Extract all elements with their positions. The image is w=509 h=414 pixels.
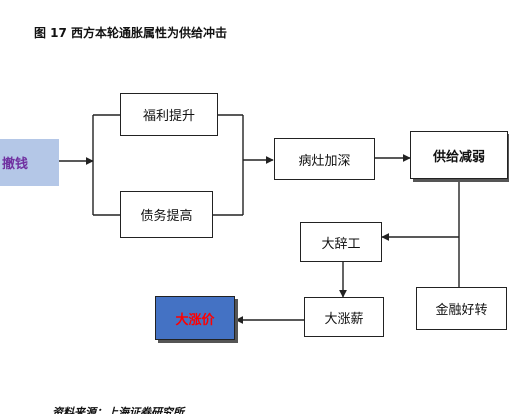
node-welfare-label: 福利提升 xyxy=(142,109,195,124)
node-debt-label: 债务提高 xyxy=(140,209,193,224)
node-wage-label: 大涨薪 xyxy=(324,311,364,327)
figure-source: 资料来源：上海证券研究所 xyxy=(52,406,184,414)
node-withdraw: 撤钱 xyxy=(0,139,59,186)
node-finance-label: 金融好转 xyxy=(435,303,488,318)
node-debt: 债务提高 xyxy=(120,191,213,238)
node-resign: 大辞工 xyxy=(300,222,382,262)
figure-title: 图 17 西方本轮通胀属性为供给冲击 xyxy=(34,26,228,40)
node-welfare: 福利提升 xyxy=(120,93,218,136)
node-price: 大涨价 xyxy=(155,296,235,340)
node-disease-label: 病灶加深 xyxy=(298,153,351,169)
node-wage: 大涨薪 xyxy=(304,297,384,337)
node-disease: 病灶加深 xyxy=(274,138,375,180)
node-supply-label: 供给减弱 xyxy=(432,149,485,165)
node-resign-label: 大辞工 xyxy=(321,236,361,252)
node-supply: 供给减弱 xyxy=(410,131,508,179)
node-price-label: 大涨价 xyxy=(175,312,215,328)
node-finance: 金融好转 xyxy=(416,287,507,330)
node-withdraw-label: 撤钱 xyxy=(2,157,29,172)
